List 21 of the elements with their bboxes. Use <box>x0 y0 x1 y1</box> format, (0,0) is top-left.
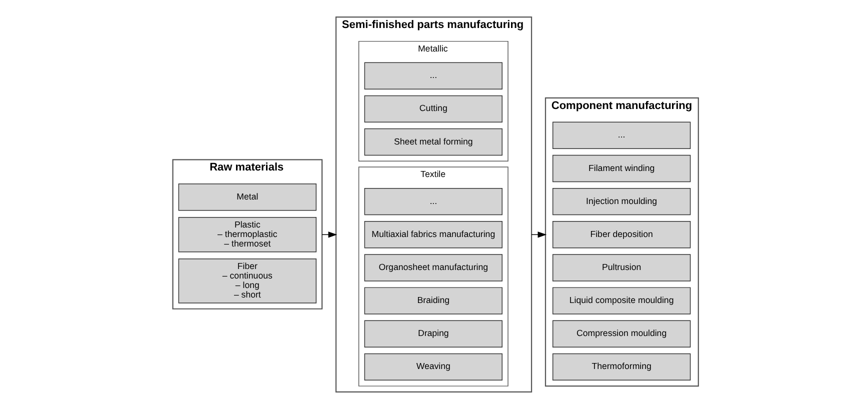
node-box: Filament winding <box>552 154 690 182</box>
node-box: Sheet metal forming <box>364 128 502 156</box>
node-box: Fiber deposition <box>552 221 690 248</box>
node-box: Compression moulding <box>552 320 690 348</box>
node-box: Pultrusion <box>552 254 690 282</box>
node-box: Organosheet manufacturing <box>364 254 502 282</box>
node-box: Draping <box>364 320 502 348</box>
arrow <box>530 232 546 238</box>
node-box: Injection moulding <box>552 188 690 216</box>
node-box: Liquid composite moulding <box>552 287 690 314</box>
node-box: Fiber – continuous – long – short <box>178 258 316 304</box>
node-box: Cutting <box>364 95 502 123</box>
node-box: ... <box>364 188 502 216</box>
node-box: Weaving <box>364 353 502 381</box>
node-box: Metal <box>178 184 316 211</box>
node-box: Thermoforming <box>552 353 690 381</box>
node-box: ... <box>552 122 690 149</box>
node-box: Plastic – thermoplastic – thermoset <box>178 217 316 252</box>
node-box: Multiaxial fabrics manufacturing <box>364 221 502 248</box>
node-box: ... <box>364 62 502 90</box>
node-box: Braiding <box>364 287 502 314</box>
